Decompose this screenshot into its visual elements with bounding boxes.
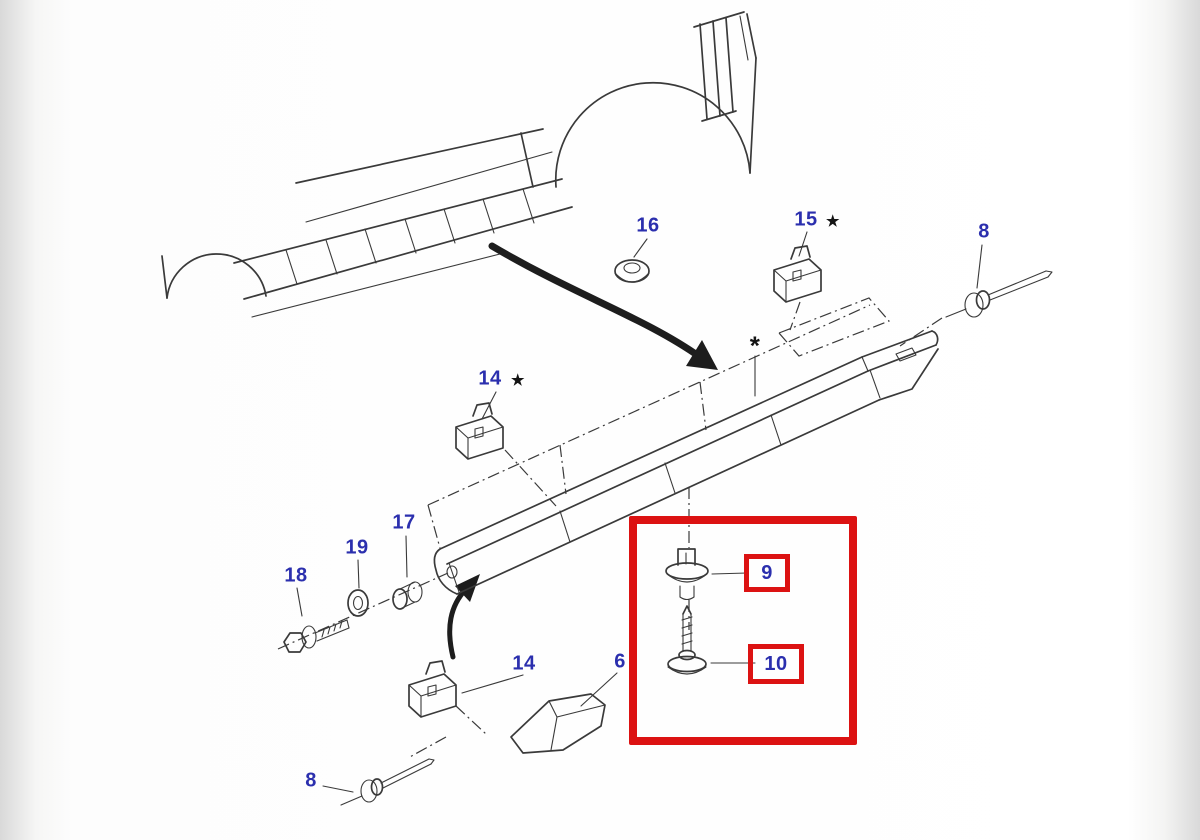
callout-18: 18 <box>284 564 308 587</box>
callout-8-bottom: 8 <box>305 769 317 792</box>
side-molding-drawing <box>433 330 939 595</box>
part-6-end-cap-drawing <box>510 672 618 754</box>
pointer-arrow-small <box>447 574 480 660</box>
part-8-screw-bottom-drawing <box>322 758 435 806</box>
callout-15: 15 <box>794 208 818 231</box>
asterisk-icon: ★ <box>826 213 840 230</box>
part-19-washer-drawing <box>347 559 369 617</box>
part-18-bolt-drawing <box>283 587 350 653</box>
callout-8-top: 8 <box>978 220 990 243</box>
part-9-grommet-drawing <box>665 548 748 601</box>
part-14-clip-lower-drawing <box>408 660 524 718</box>
part-17-spacer-drawing <box>392 535 423 610</box>
part-10-screw-drawing <box>667 605 756 675</box>
pointer-arrow-large <box>488 242 718 370</box>
callout-16: 16 <box>636 214 660 237</box>
part-14-clip-upper-drawing <box>455 391 504 460</box>
part-16-grommet-drawing <box>614 238 650 283</box>
callout-17: 17 <box>392 511 416 534</box>
asterisk-icon: ★ <box>511 372 525 389</box>
callout-6: 6 <box>614 650 626 673</box>
part-15-clip-drawing <box>773 231 822 303</box>
callout-14-bottom: 14 <box>512 652 536 675</box>
highlighted-callout-10: 10 <box>748 644 804 684</box>
highlight-box <box>629 516 857 745</box>
callout-19: 19 <box>345 536 369 559</box>
construction-lines <box>277 297 943 759</box>
callout-10: 10 <box>764 652 788 675</box>
car-body-drawing <box>161 11 757 318</box>
asterisk-icon: * <box>749 330 761 361</box>
highlighted-callout-9: 9 <box>744 554 790 592</box>
part-8-screw-top-drawing <box>945 244 1053 318</box>
callout-14-top: 14 <box>478 367 502 390</box>
callout-9: 9 <box>761 561 773 584</box>
